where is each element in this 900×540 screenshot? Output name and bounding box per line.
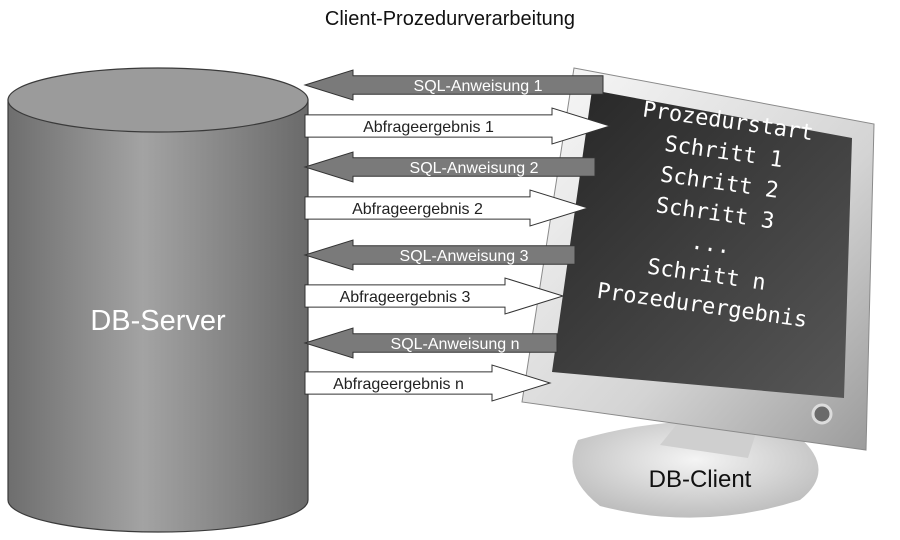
sql-request-arrow — [303, 239, 576, 271]
sql-request-label: SQL-Anweisung n — [391, 336, 520, 353]
query-result-arrow — [304, 364, 552, 402]
query-result-arrow — [304, 277, 565, 315]
sql-request-label: SQL-Anweisung 2 — [410, 160, 539, 177]
db-client-label: DB-Client — [648, 466, 752, 493]
query-result-label: Abfrageergebnis n — [333, 376, 464, 393]
sql-request-label: SQL-Anweisung 1 — [414, 78, 543, 95]
query-result-arrow — [304, 189, 590, 227]
query-result-label: Abfrageergebnis 3 — [340, 289, 471, 306]
query-result-arrow — [304, 107, 612, 145]
sql-request-arrow — [303, 327, 558, 359]
monitor — [521, 67, 875, 518]
query-result-label: Abfrageergebnis 2 — [352, 201, 483, 218]
query-result-label: Abfrageergebnis 1 — [363, 119, 494, 136]
sql-request-arrow — [303, 69, 604, 101]
arrows-layer: SQL-Anweisung 1 Abfrageergebnis 1 SQL-Anwe… — [303, 69, 612, 402]
sql-request-arrow — [303, 151, 596, 183]
sql-request-label: SQL-Anweisung 3 — [400, 248, 529, 265]
diagram-title: Client-Prozedurverarbeitung — [324, 8, 576, 30]
monitor-screen-text: Prozedurstart Schritt 1 Schritt 2 Schrit… — [573, 90, 847, 410]
db-server-cylinder — [7, 67, 309, 533]
power-button-icon — [811, 403, 833, 425]
db-server-label: DB-Server — [90, 305, 226, 337]
